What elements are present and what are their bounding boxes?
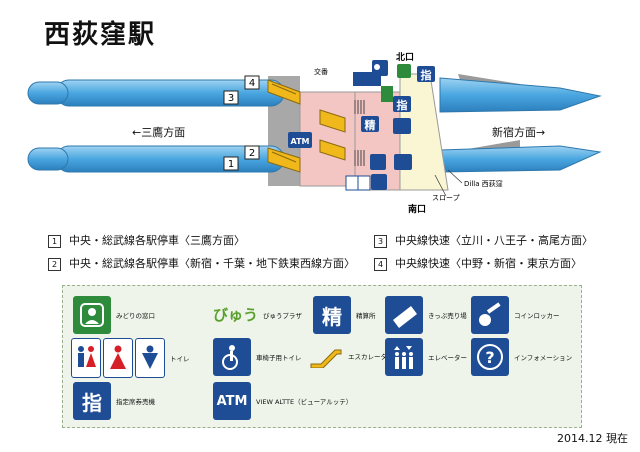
map-shitei-icon-2: 指 — [393, 96, 411, 112]
map-wheelchair-icon — [371, 174, 387, 190]
map-seisan-icon: 精 — [361, 116, 379, 132]
shop-label: Dilla 西荻窪 — [464, 179, 503, 188]
shitei-icon: 指 — [73, 382, 111, 420]
escalator-lower — [267, 147, 301, 173]
koban-label: 交番 — [314, 67, 328, 76]
map-kippu-icon — [393, 118, 411, 134]
key-escalator: エスカレーター — [309, 344, 394, 368]
svg-text:2: 2 — [249, 148, 255, 159]
direction-right: 新宿方面→ — [492, 126, 546, 139]
seisan-icon: 精 — [313, 296, 351, 334]
svg-text:4: 4 — [249, 78, 255, 89]
platform-number-1: 1 — [223, 156, 239, 171]
atm-icon: ATM — [213, 382, 251, 420]
key-kippu: きっぷ売り場 — [385, 296, 467, 334]
svg-text:ATM: ATM — [291, 137, 310, 146]
key-atm: ATM VIEW ALTTE（ビューアルッテ） — [213, 382, 352, 420]
svg-text:指: 指 — [421, 68, 432, 82]
midori-icon — [73, 296, 111, 334]
escalator-upper — [267, 79, 301, 105]
platform-number-4: 4 — [244, 75, 260, 90]
svg-text:指: 指 — [397, 98, 408, 112]
escalator-center — [319, 109, 346, 161]
wheelchair-icon — [213, 338, 251, 376]
page-title: 西荻窪駅 — [44, 20, 157, 50]
svg-text:1: 1 — [228, 159, 234, 170]
key-elevator: エレベーター — [385, 338, 467, 376]
key-icon — [471, 296, 509, 334]
platform-number-3: 3 — [223, 90, 239, 105]
map-shitei-icon: 指 — [417, 66, 435, 82]
map-locker-icon — [372, 60, 388, 76]
map-locker-icon-2 — [370, 154, 386, 170]
key-view-plaza: びゅう びゅうプラザ — [213, 306, 302, 324]
woman-icon — [103, 338, 133, 378]
icon-key: みどりの窓口 びゅう びゅうプラザ 精 精算所 きっぷ売り場 コインロッカー — [62, 285, 582, 428]
direction-left: ←三鷹方面 — [132, 126, 186, 139]
escalator-icon — [310, 349, 342, 368]
svg-text:精: 精 — [365, 118, 376, 132]
key-info: ? インフォメーション — [471, 338, 572, 376]
map-elevator-icon — [394, 154, 412, 170]
slope-label: スロープ — [432, 194, 460, 202]
platform-upper — [27, 77, 602, 113]
map-midori-icon — [397, 64, 411, 78]
map-green-door — [381, 86, 393, 102]
platform-number-2: 2 — [244, 145, 260, 160]
svg-text:?: ? — [485, 348, 494, 367]
man-icon — [135, 338, 165, 378]
svg-text:3: 3 — [228, 93, 234, 104]
map-atm-icon: ATM — [288, 132, 312, 148]
map-toilet-icon-2 — [345, 175, 371, 191]
toilet-icon — [71, 338, 101, 378]
key-midori: みどりの窓口 — [73, 296, 155, 334]
date-label: 2014.12 現在 — [557, 432, 628, 445]
key-wheelchair: 車椅子用トイレ — [213, 338, 302, 376]
key-locker: コインロッカー — [471, 296, 560, 334]
south-exit-label: 南口 — [408, 203, 426, 215]
ticket-icon — [385, 296, 423, 334]
key-seisan: 精 精算所 — [313, 296, 376, 334]
key-toilet: トイレ — [71, 338, 190, 378]
key-shitei: 指 指定席券売機 — [73, 382, 155, 420]
north-exit-label: 北口 — [396, 51, 414, 63]
view-plaza-logo: びゅう — [213, 306, 259, 324]
stairs — [354, 100, 365, 166]
info-icon: ? — [471, 338, 509, 376]
elevator-icon — [385, 338, 423, 376]
